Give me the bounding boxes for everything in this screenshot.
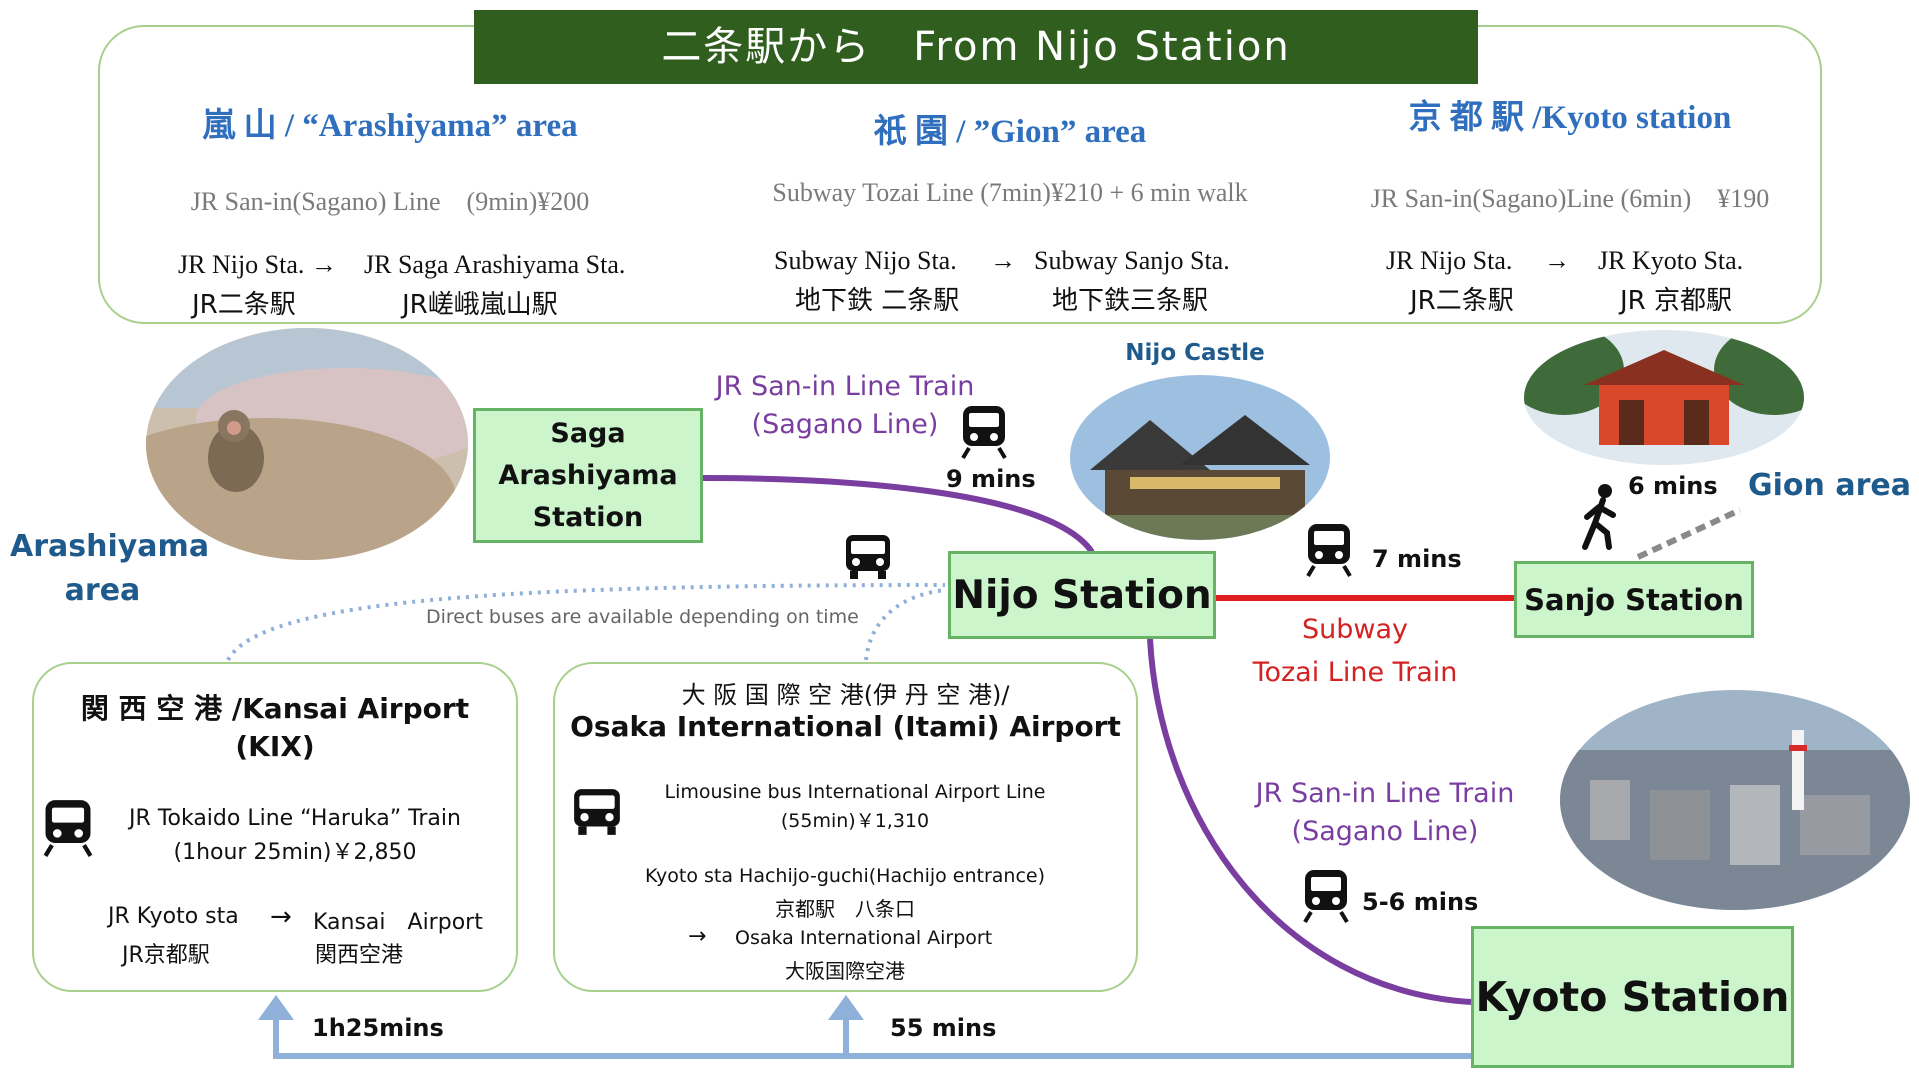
sanin-bottom-line-2: (Sagano Line) bbox=[1291, 816, 1479, 847]
jr-line-saga-nijo bbox=[702, 475, 1095, 554]
kansai-from-en: JR Kyoto sta bbox=[108, 904, 239, 929]
itami-title-ja: 大 阪 国 際 空 港(伊 丹 空 港)/ bbox=[681, 681, 1010, 709]
kyoto-city-image bbox=[1560, 690, 1910, 910]
time-itami: 55 mins bbox=[890, 1014, 997, 1042]
kansai-title-line-2: (KIX) bbox=[235, 730, 315, 763]
subway-label-line-1: Subway bbox=[1302, 614, 1408, 645]
saga-arashiyama-station[interactable]: Saga Arashiyama Station bbox=[473, 408, 703, 543]
kyoto-title: 京 都 駅 /Kyoto station bbox=[1408, 100, 1732, 136]
kansai-from-ja: JR京都駅 bbox=[122, 943, 210, 968]
kyoto-station[interactable]: Kyoto Station bbox=[1471, 926, 1794, 1068]
kansai-train-info: JR Tokaido Line “Haruka” Train (1hour 25… bbox=[95, 802, 495, 870]
train-icon bbox=[960, 404, 1008, 460]
nijo-station[interactable]: Nijo Station bbox=[948, 551, 1216, 639]
kyoto-line-info: JR San-in(Sagano)Line (6min) ¥190 bbox=[1370, 184, 1770, 213]
itami-from-ja: 京都駅 八条口 bbox=[775, 897, 915, 921]
gion-to-en: Subway Sanjo Sta. bbox=[1034, 246, 1230, 275]
kansai-title: 関 西 空 港 /Kansai Airport (KIX) bbox=[42, 690, 508, 766]
arashiyama-from-ja: JR二条駅 bbox=[192, 290, 296, 320]
sanin-train-label-bottom: JR San-in Line Train (Sagano Line) bbox=[1240, 775, 1530, 851]
kyoto-to-ja: JR 京都駅 bbox=[1620, 286, 1732, 316]
jr-line-nijo-kyoto bbox=[1147, 638, 1472, 1005]
kyoto-city-photo bbox=[1560, 690, 1910, 910]
itami-bus: Limousine bus International Airport Line bbox=[664, 781, 1046, 803]
walking-person-icon bbox=[1575, 483, 1623, 551]
saga-station-line-3: Station bbox=[532, 501, 644, 533]
bus-icon bbox=[571, 786, 623, 838]
saga-station-line-1: Saga bbox=[550, 417, 626, 449]
kansai-to-ja: 関西空港 bbox=[315, 943, 404, 968]
itami-to-en: Osaka International Airport bbox=[735, 927, 993, 949]
itami-to-ja: 大阪国際空港 bbox=[785, 959, 905, 983]
kansai-title-line-1: 関 西 空 港 /Kansai Airport bbox=[80, 692, 470, 725]
arashiyama-area-line-1: Arashiyama bbox=[10, 529, 210, 564]
kansai-airport-box bbox=[32, 662, 518, 992]
itami-arrow: → bbox=[688, 924, 707, 949]
itami-from-en: Kyoto sta Hachijo-guchi(Hachijo entrance… bbox=[644, 865, 1046, 887]
time-kansai: 1h25mins bbox=[312, 1014, 444, 1042]
arashiyama-image bbox=[146, 328, 468, 560]
nijo-castle-image bbox=[1070, 375, 1330, 540]
itami-bus-info: Limousine bus International Airport Line… bbox=[625, 778, 1085, 836]
train-icon bbox=[42, 798, 94, 858]
gion-arrow: → bbox=[990, 246, 1016, 275]
gion-shrine-photo bbox=[1524, 330, 1804, 465]
bus-route-itami bbox=[864, 588, 946, 661]
up-arrow-itami bbox=[828, 995, 864, 1020]
gion-title: 祇 園 / ”Gion” area bbox=[873, 114, 1147, 150]
walk-route-gion bbox=[1636, 507, 1742, 560]
kansai-to-en: Kansai Airport bbox=[313, 910, 483, 935]
kyoto-from-ja: JR二条駅 bbox=[1410, 286, 1514, 316]
time-kyoto: 5-6 mins bbox=[1362, 888, 1479, 916]
itami-airport-box bbox=[553, 662, 1138, 992]
time-saga: 9 mins bbox=[946, 465, 1036, 493]
sanin-top-line-2: (Sagano Line) bbox=[751, 409, 939, 440]
arashiyama-area-line-2: area bbox=[64, 573, 141, 608]
time-sanjo: 7 mins bbox=[1372, 545, 1462, 573]
kyoto-to-en: JR Kyoto Sta. bbox=[1598, 246, 1744, 275]
kansai-fare: (1hour 25min)￥2,850 bbox=[173, 840, 417, 865]
gion-area-label: Gion area bbox=[1748, 468, 1911, 503]
bus-icon bbox=[843, 532, 893, 582]
gion-line-info: Subway Tozai Line (7min)¥210 + 6 min wal… bbox=[772, 178, 1248, 207]
sanin-bottom-line-1: JR San-in Line Train bbox=[1255, 778, 1515, 809]
gion-from-en: Subway Nijo Sta. bbox=[774, 246, 957, 275]
sanjo-station[interactable]: Sanjo Station bbox=[1514, 561, 1754, 638]
subway-label-line-2: Tozai Line Train bbox=[1252, 657, 1458, 688]
arashiyama-to-ja: JR嵯峨嵐山駅 bbox=[402, 290, 558, 320]
itami-title-en: Osaka International (Itami) Airport bbox=[570, 710, 1121, 743]
nijo-castle-photo bbox=[1070, 375, 1330, 540]
kansai-arrow: → bbox=[270, 902, 292, 932]
nijo-castle-label: Nijo Castle bbox=[1125, 340, 1265, 366]
subway-label: Subway Tozai Line Train bbox=[1230, 608, 1480, 694]
direct-bus-note: Direct buses are available depending on … bbox=[426, 606, 859, 628]
gion-from-ja: 地下鉄 二条駅 bbox=[795, 286, 960, 316]
sanin-train-label-top: JR San-in Line Train (Sagano Line) bbox=[700, 368, 990, 444]
banner-title: 二条駅から From Nijo Station bbox=[474, 10, 1478, 84]
arashiyama-line-info: JR San-in(Sagano) Line (9min)¥200 bbox=[190, 187, 590, 216]
time-gion-walk: 6 mins bbox=[1628, 472, 1718, 500]
up-arrow-kansai bbox=[258, 995, 294, 1020]
bus-route-kansai bbox=[226, 583, 946, 661]
arashiyama-area-label: Arashiyama area bbox=[10, 525, 210, 613]
kyoto-arrow: → bbox=[1544, 246, 1570, 275]
sanin-top-line-1: JR San-in Line Train bbox=[715, 371, 975, 402]
arashiyama-to-en: JR Saga Arashiyama Sta. bbox=[364, 250, 626, 279]
arashiyama-from-en: JR Nijo Sta. → bbox=[178, 250, 337, 279]
arashiyama-title: 嵐 山 / “Arashiyama” area bbox=[202, 108, 578, 144]
train-icon bbox=[1305, 522, 1353, 578]
itami-fare: (55min)￥1,310 bbox=[780, 810, 930, 832]
airport-return-route bbox=[273, 1005, 1471, 1059]
kyoto-from-en: JR Nijo Sta. bbox=[1386, 246, 1513, 275]
arashiyama-photo bbox=[146, 328, 468, 560]
saga-station-line-2: Arashiyama bbox=[498, 459, 678, 491]
gion-shrine-image bbox=[1524, 330, 1804, 465]
train-icon bbox=[1302, 868, 1350, 924]
gion-to-ja: 地下鉄三条駅 bbox=[1052, 286, 1209, 316]
kansai-train: JR Tokaido Line “Haruka” Train bbox=[129, 806, 461, 831]
